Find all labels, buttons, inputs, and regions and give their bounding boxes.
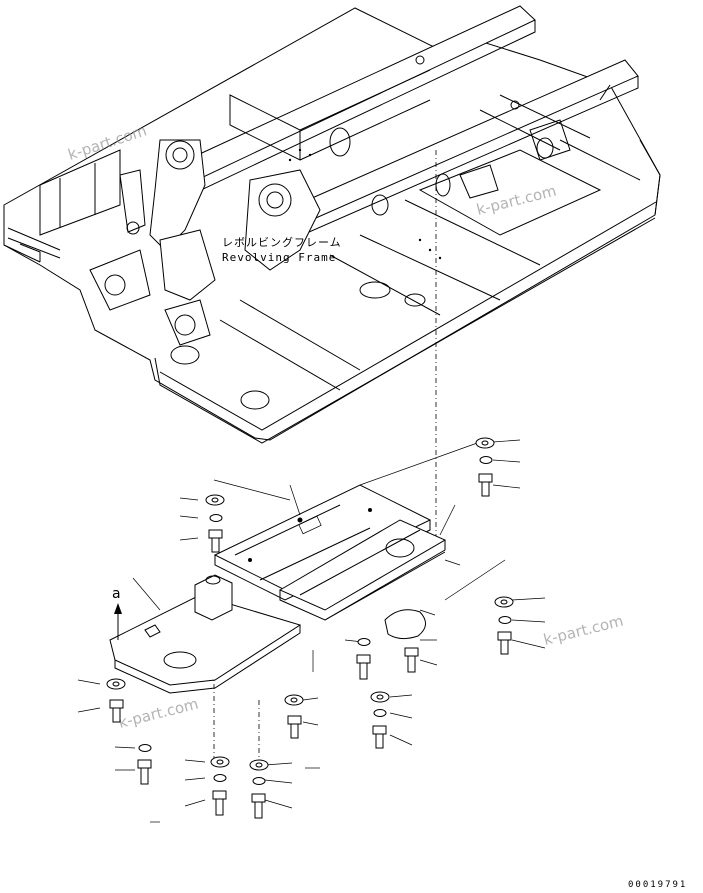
watermark-right: k-part.com: [542, 612, 626, 649]
fastener-set-center-a: [356, 638, 371, 680]
ref-letter-a: a: [112, 586, 121, 602]
right-cover-plate: [278, 519, 447, 621]
fastener-set-center-b: [404, 647, 419, 673]
watermark-bottom-left: k-part.com: [117, 695, 201, 732]
fastener-set-bottom-far-left: [137, 744, 152, 785]
fastener-set-bottom-mid: [249, 759, 269, 819]
fastener-set-right: [494, 596, 514, 655]
ref-arrow-head: [114, 603, 122, 614]
document-number: 00019791: [628, 880, 687, 890]
watermark-mid-right: k-part.com: [475, 182, 559, 219]
fastener-set-top-left: [205, 494, 225, 553]
inspection-cover: [384, 609, 426, 640]
fastener-set-bottom-left: [210, 756, 230, 816]
center-cover-plate: [213, 484, 432, 601]
fastener-set-top-right: [475, 437, 495, 497]
leader-lines: [77, 439, 546, 823]
left-cover-plate: [109, 574, 302, 694]
fastener-set-center-lower: [370, 691, 390, 749]
fastener-set-mid: [284, 694, 304, 739]
fastener-set-left: [106, 678, 126, 723]
revolving-frame: [3, 5, 661, 444]
frame-label-jp: レボルビングフレーム: [222, 235, 342, 249]
frame-label-en: Revolving Frame: [222, 251, 336, 264]
watermark-top-left: k-part.com: [66, 121, 149, 163]
